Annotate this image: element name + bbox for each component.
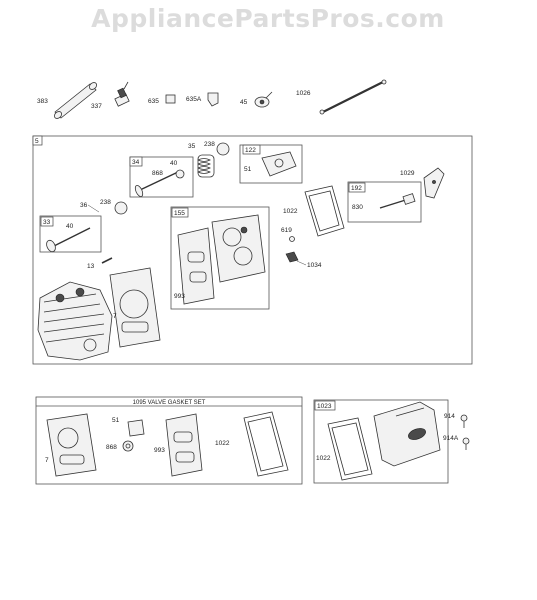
label-337: 337 bbox=[91, 103, 102, 110]
label-830: 830 bbox=[352, 204, 363, 211]
tag-155-box bbox=[171, 207, 189, 218]
label-868-main: 868 bbox=[152, 170, 163, 177]
tag-33-box bbox=[40, 216, 54, 227]
label-36: 36 bbox=[80, 202, 88, 209]
part-635-nut[interactable] bbox=[165, 94, 176, 104]
part-7-cylinder-head-gasket[interactable] bbox=[109, 267, 161, 348]
watermark-text: AppliancePartsPros.com bbox=[91, 4, 445, 33]
cover-label-914A: 914A bbox=[443, 435, 459, 442]
part-1023-rocker-cover[interactable] bbox=[373, 401, 441, 467]
kit-part-51-gasket[interactable] bbox=[127, 419, 145, 437]
subgroup-155-frame bbox=[170, 206, 270, 310]
part-238-retainer-top[interactable] bbox=[216, 142, 230, 156]
part-337-spark-plug[interactable] bbox=[114, 81, 130, 107]
tag-5-box bbox=[32, 135, 43, 146]
label-1029: 1029 bbox=[400, 170, 415, 177]
part-51-rocker-cover-gasket[interactable] bbox=[261, 151, 297, 177]
tag-5: 5 bbox=[35, 138, 39, 145]
part-35-valve-spring[interactable] bbox=[197, 154, 215, 178]
cover-label-1022: 1022 bbox=[316, 455, 331, 462]
part-383-breather-tube[interactable] bbox=[53, 81, 98, 120]
label-1022-main: 1022 bbox=[283, 208, 298, 215]
tag-192: 192 bbox=[351, 185, 362, 192]
part-cylinder-head[interactable] bbox=[37, 281, 113, 361]
label-238-top: 238 bbox=[204, 141, 215, 148]
label-383: 383 bbox=[37, 98, 48, 105]
part-1034-bolt[interactable] bbox=[285, 251, 299, 263]
valve-gasket-set-title: 1095 VALVE GASKET SET bbox=[133, 400, 206, 406]
rocker-cover-frame bbox=[313, 399, 449, 484]
part-33-intake-valve[interactable] bbox=[45, 227, 91, 253]
label-40-top: 40 bbox=[170, 160, 178, 167]
part-155-head-gasket[interactable] bbox=[211, 214, 266, 283]
subgroup-33-frame bbox=[39, 215, 102, 253]
part-34-exhaust-valve[interactable] bbox=[134, 171, 179, 198]
tag-1023-box bbox=[314, 400, 336, 411]
tag-34-box bbox=[129, 156, 143, 167]
part-635A-bracket[interactable] bbox=[207, 92, 219, 107]
label-45: 45 bbox=[240, 99, 248, 106]
part-868-valve-seal[interactable] bbox=[175, 169, 185, 179]
part-619-screw[interactable] bbox=[289, 236, 295, 242]
label-1034: 1034 bbox=[307, 262, 322, 269]
subgroup-192-frame bbox=[347, 181, 422, 223]
tag-33: 33 bbox=[43, 219, 51, 226]
kit-part-868-seal[interactable] bbox=[122, 440, 134, 452]
part-830-valve[interactable] bbox=[379, 193, 416, 209]
label-40-lower: 40 bbox=[66, 223, 74, 230]
tag-122: 122 bbox=[245, 147, 256, 154]
part-914A-screw[interactable] bbox=[462, 437, 470, 450]
cover-label-914: 914 bbox=[444, 413, 455, 420]
kit-label-51: 51 bbox=[112, 417, 120, 424]
part-238-retainer-lower[interactable] bbox=[114, 201, 128, 215]
kit-label-1022: 1022 bbox=[215, 440, 230, 447]
kit-label-868: 868 bbox=[106, 444, 117, 451]
tag-155: 155 bbox=[174, 210, 185, 217]
part-1029-rocker-arm[interactable] bbox=[423, 167, 445, 199]
subgroup-122-frame bbox=[239, 144, 303, 184]
part-1026-push-rod[interactable] bbox=[319, 79, 387, 115]
label-635A: 635A bbox=[186, 96, 202, 103]
kit-part-993-gasket[interactable] bbox=[165, 413, 203, 477]
tag-1023: 1023 bbox=[317, 403, 332, 410]
tag-34: 34 bbox=[132, 159, 140, 166]
label-51: 51 bbox=[244, 166, 252, 173]
label-635: 635 bbox=[148, 98, 159, 105]
cover-part-1022-gasket[interactable] bbox=[327, 417, 373, 481]
part-13-stud[interactable] bbox=[101, 257, 113, 264]
cylinder-head-assembly-frame bbox=[32, 135, 473, 365]
kit-part-1022-gasket[interactable] bbox=[243, 411, 289, 477]
label-1026: 1026 bbox=[296, 90, 311, 97]
part-45-rocker-stud[interactable] bbox=[254, 91, 273, 108]
kit-part-7-head-gasket[interactable] bbox=[46, 413, 97, 477]
label-619: 619 bbox=[281, 227, 292, 234]
label-238-lower: 238 bbox=[100, 199, 111, 206]
label-35: 35 bbox=[188, 143, 196, 150]
valve-gasket-set-frame bbox=[35, 396, 303, 485]
part-993-intake-gasket[interactable] bbox=[177, 227, 215, 305]
kit-label-993: 993 bbox=[154, 447, 165, 454]
label-993-main: 993 bbox=[174, 293, 185, 300]
part-1022-gasket-main[interactable] bbox=[304, 185, 345, 237]
label-13: 13 bbox=[87, 263, 95, 270]
kit-label-7: 7 bbox=[45, 457, 49, 464]
part-914-screw[interactable] bbox=[460, 414, 468, 428]
label-7-main: 7 bbox=[113, 313, 117, 320]
tag-192-box bbox=[348, 182, 366, 193]
subgroup-34-frame bbox=[129, 156, 194, 198]
